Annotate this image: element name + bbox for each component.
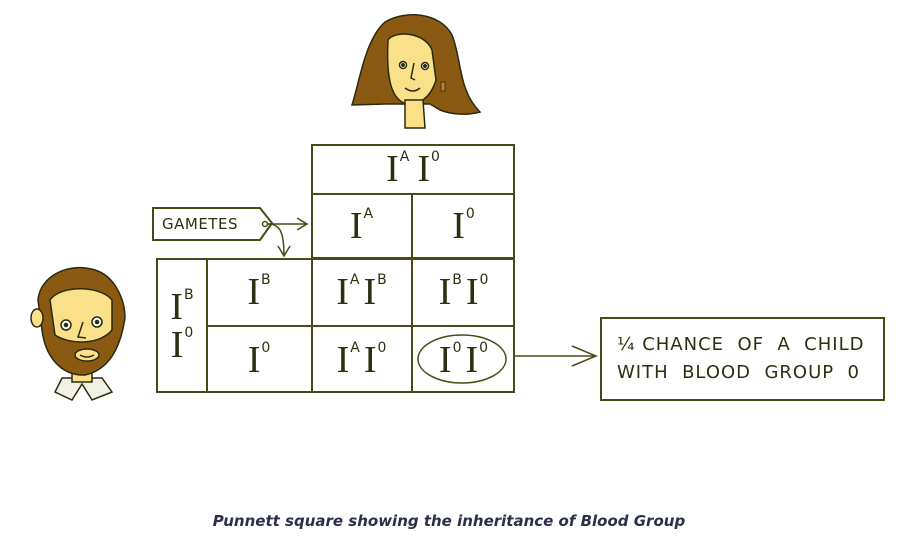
allele-sup: A (350, 339, 360, 356)
allele: I (247, 271, 261, 313)
father-face-icon (30, 266, 126, 401)
caption: Punnett square showing the inheritance o… (212, 512, 686, 530)
allele: I (170, 323, 184, 366)
allele: I (336, 271, 349, 313)
allele: I (349, 205, 363, 247)
allele-sup: 0 (184, 324, 194, 341)
allele: I (363, 338, 377, 381)
allele: I (438, 271, 452, 313)
allele: I (170, 285, 184, 328)
grid-divider (206, 325, 515, 327)
allele-sup: A (399, 149, 410, 165)
allele-sup: B (452, 272, 462, 288)
allele-sup: B (184, 286, 194, 303)
grid-divider (411, 193, 413, 393)
allele-sup: 0 (479, 339, 489, 356)
allele: I (363, 271, 377, 313)
mother-face-icon (350, 14, 482, 129)
grid-divider (311, 193, 515, 195)
allele-sup: A (349, 272, 360, 288)
allele-sup: 0 (479, 272, 489, 288)
allele: I (452, 205, 465, 247)
allele: I (465, 271, 479, 313)
result-text-1: CHANCE OF A CHILD (642, 334, 865, 355)
result-line-1: ¼ CHANCE OF A CHILD (617, 331, 883, 359)
allele: I (247, 338, 261, 381)
result-box: ¼ CHANCE OF A CHILD WITH BLOOD GROUP 0 (600, 317, 885, 401)
allele: I (386, 148, 399, 190)
allele-sup: B (377, 272, 387, 288)
allele: I (438, 338, 452, 381)
allele-sup: 0 (261, 339, 271, 356)
allele-sup: 0 (430, 149, 440, 165)
allele: I (336, 338, 350, 381)
allele-sup: 0 (377, 339, 387, 356)
highlight-circle (417, 334, 507, 384)
gametes-label: GAMETES (162, 214, 238, 233)
gametes-tag-outline (152, 207, 274, 241)
allele-sup: A (363, 206, 374, 222)
allele: I (417, 148, 430, 190)
allele: I (465, 338, 479, 381)
allele-sup: 0 (452, 339, 462, 356)
result-line-2: WITH BLOOD GROUP 0 (617, 362, 861, 383)
allele-sup: B (261, 272, 271, 288)
allele-sup: 0 (465, 206, 475, 222)
result-fraction: ¼ (617, 334, 636, 355)
gametes-arrows (267, 217, 598, 367)
